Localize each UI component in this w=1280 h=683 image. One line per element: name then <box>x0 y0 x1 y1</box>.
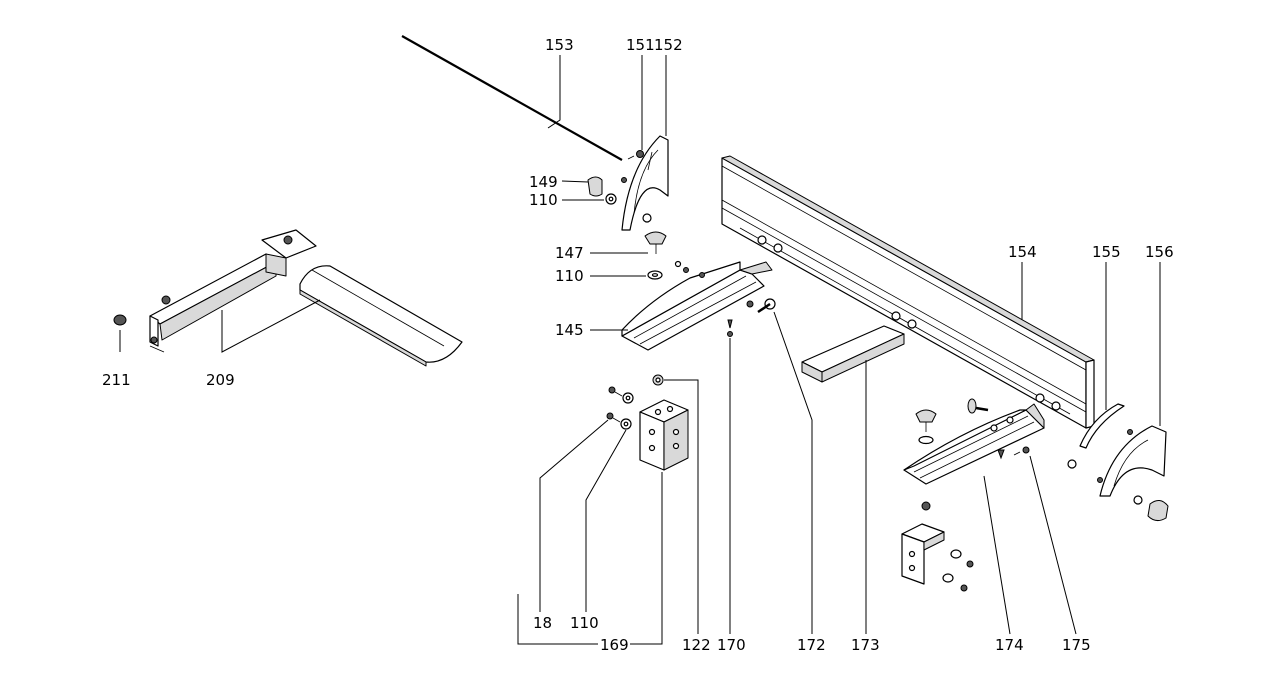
leader-153 <box>547 55 561 129</box>
part-169-angle-bracket <box>639 399 689 471</box>
part-174-support-bracket <box>903 403 1045 485</box>
part-154-fence-profile <box>721 155 1095 429</box>
part-110-washer-lower <box>620 392 634 430</box>
part-170-screw <box>727 319 733 337</box>
part-110-washer-mid <box>647 270 663 280</box>
callout-209: 209 <box>206 371 235 389</box>
leader-149 <box>561 180 589 183</box>
callout-170: 170 <box>717 636 746 654</box>
part-145-support-bracket <box>621 260 773 351</box>
callout-154: 154 <box>1008 243 1037 261</box>
part-174-bolt <box>967 398 989 414</box>
leader-174 <box>983 475 1011 635</box>
callout-173: 173 <box>851 636 880 654</box>
callout-149: 149 <box>529 173 558 191</box>
part-151-screw <box>627 150 644 160</box>
part-147-knob <box>644 231 667 254</box>
callout-122: 122 <box>682 636 711 654</box>
leader-18 <box>539 419 609 612</box>
callout-152: 152 <box>654 36 683 54</box>
leader-110c <box>585 429 627 612</box>
part-173-plate <box>801 325 905 383</box>
part-153-rod <box>401 35 623 161</box>
part-152-curved-bracket <box>621 135 669 231</box>
part-149-knob <box>587 176 627 197</box>
part-110-washer-top <box>605 193 617 205</box>
leader-169 <box>630 472 663 645</box>
part-156-curved-bracket <box>1067 425 1167 505</box>
callout-172: 172 <box>797 636 826 654</box>
leader-175 <box>1029 455 1077 635</box>
callout-211: 211 <box>102 371 131 389</box>
callout-156: 156 <box>1145 243 1174 261</box>
part-angle-bracket-right <box>901 501 974 592</box>
part-172-bolt <box>746 298 776 314</box>
part-122-nut <box>652 374 664 386</box>
callout-110c: 110 <box>570 614 599 632</box>
leader-209 <box>221 299 321 353</box>
part-175-screw <box>1013 446 1030 456</box>
callout-147: 147 <box>555 244 584 262</box>
part-209-tray <box>299 265 463 367</box>
part-156-knob <box>1147 500 1169 522</box>
callout-18: 18 <box>533 614 552 632</box>
part-209-extension-arm <box>149 229 317 353</box>
leader-172 <box>773 311 813 634</box>
callout-155: 155 <box>1092 243 1121 261</box>
part-18-screw <box>606 386 623 423</box>
callout-169: 169 <box>600 636 629 654</box>
callout-145: 145 <box>555 321 584 339</box>
callout-151: 151 <box>626 36 655 54</box>
callout-110a: 110 <box>529 191 558 209</box>
leader-122 <box>664 379 699 634</box>
callout-175: 175 <box>1062 636 1091 654</box>
leader-169b <box>517 594 598 645</box>
callout-110b: 110 <box>555 267 584 285</box>
callout-174: 174 <box>995 636 1024 654</box>
part-174-knob <box>915 409 937 445</box>
part-155-arc-strip <box>1079 403 1125 449</box>
callout-153: 153 <box>545 36 574 54</box>
part-211-cap <box>113 314 127 326</box>
